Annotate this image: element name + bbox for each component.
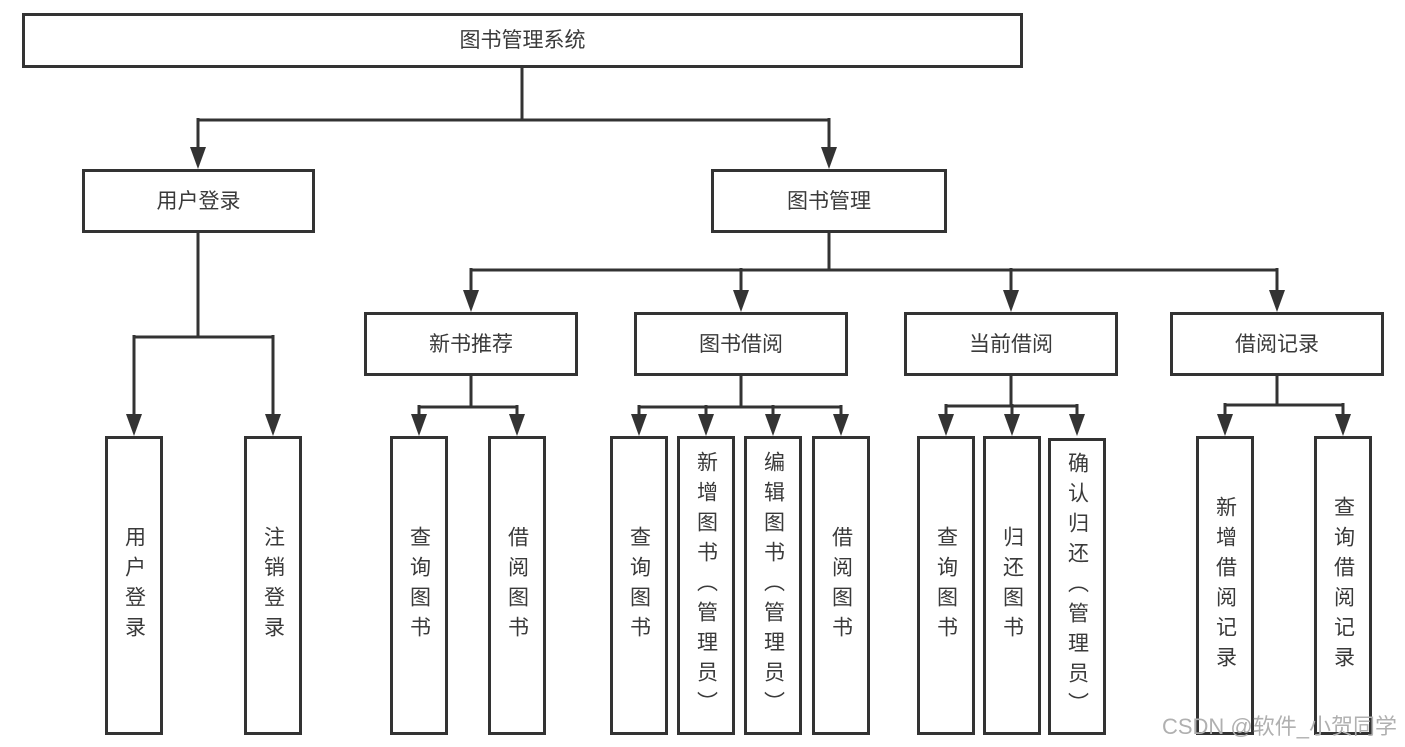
node-label: 图书管理系统 xyxy=(459,29,586,52)
node-label: 用户登录 xyxy=(156,189,241,213)
leaf-add-borrow-record: 新增借阅记录 xyxy=(1196,436,1254,735)
node-label: 新增图书（管理员） xyxy=(694,450,718,721)
node-new-book-recommend: 新书推荐 xyxy=(364,312,578,376)
node-label: 编辑图书（管理员） xyxy=(761,450,785,721)
leaf-user-login: 用户登录 xyxy=(105,436,163,735)
leaf-query-books-1: 查询图书 xyxy=(390,436,448,735)
leaf-add-books-admin: 新增图书（管理员） xyxy=(677,436,735,735)
node-label: 注销登录 xyxy=(261,525,285,646)
node-book-management: 图书管理 xyxy=(711,169,947,233)
node-label: 借阅图书 xyxy=(829,525,853,646)
node-label: 确认归还（管理员） xyxy=(1065,451,1089,722)
node-label: 新增借阅记录 xyxy=(1213,495,1237,676)
node-label: 图书借阅 xyxy=(699,332,783,356)
csdn-watermark: CSDN @软件_小贺同学 xyxy=(1161,714,1397,739)
node-label: 归还图书 xyxy=(1000,525,1024,646)
leaf-query-books-2: 查询图书 xyxy=(610,436,668,735)
node-label: 查询借阅记录 xyxy=(1331,495,1355,676)
leaf-query-borrow-record: 查询借阅记录 xyxy=(1314,436,1372,735)
leaf-edit-books-admin: 编辑图书（管理员） xyxy=(744,436,802,735)
node-label: 用户登录 xyxy=(122,525,146,646)
node-system-root: 图书管理系统 xyxy=(22,13,1023,68)
node-label: 查询图书 xyxy=(627,525,651,646)
leaf-logout: 注销登录 xyxy=(244,436,302,735)
node-label: 借阅图书 xyxy=(505,525,529,646)
node-label: 新书推荐 xyxy=(429,332,513,356)
node-label: 借阅记录 xyxy=(1235,332,1319,356)
leaf-confirm-return-admin: 确认归还（管理员） xyxy=(1048,438,1106,735)
leaf-query-books-3: 查询图书 xyxy=(917,436,975,735)
node-label: 查询图书 xyxy=(407,525,431,646)
arrowheads xyxy=(126,147,1351,436)
node-label: 查询图书 xyxy=(934,525,958,646)
leaf-return-books: 归还图书 xyxy=(983,436,1041,735)
node-current-borrowing: 当前借阅 xyxy=(904,312,1118,376)
node-label: 当前借阅 xyxy=(969,332,1053,356)
leaf-borrow-books-2: 借阅图书 xyxy=(812,436,870,735)
node-book-borrowing: 图书借阅 xyxy=(634,312,848,376)
node-label: 图书管理 xyxy=(787,189,871,213)
node-borrow-records: 借阅记录 xyxy=(1170,312,1384,376)
leaf-borrow-books-1: 借阅图书 xyxy=(488,436,546,735)
node-user-login: 用户登录 xyxy=(82,169,315,233)
